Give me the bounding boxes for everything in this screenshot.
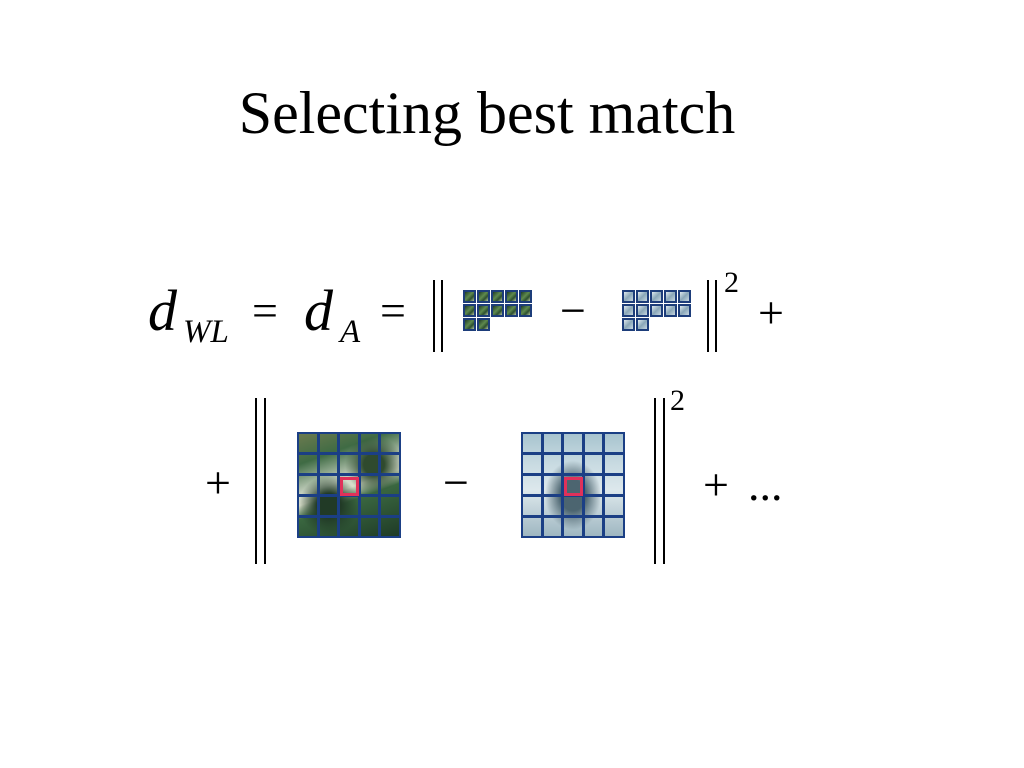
exponent-2-line2: 2 [670, 384, 685, 417]
plus-sign-tail: + [703, 459, 729, 510]
norm-bar-right-4 [663, 398, 665, 564]
ellipsis: ... [748, 459, 783, 510]
d-symbol-a: d [304, 278, 333, 343]
plus-sign-lead: + [205, 457, 231, 508]
norm-bar-right-2 [715, 280, 717, 352]
center-pixel-highlight [340, 477, 359, 496]
minus-sign-2: − [443, 457, 469, 508]
equals-sign-2: = [380, 285, 406, 336]
d-symbol: d [148, 278, 177, 343]
plus-sign: + [758, 287, 784, 338]
minus-sign: − [560, 285, 586, 336]
source-neighborhood-small [463, 290, 535, 336]
norm-bar-left-1 [433, 280, 435, 352]
equals-sign: = [252, 285, 278, 336]
norm-bar-left-3 [255, 398, 257, 564]
norm-bar-left-4 [264, 398, 266, 564]
target-neighborhood-small [622, 290, 694, 336]
norm-bar-left-2 [441, 280, 443, 352]
center-pixel-highlight-target [564, 477, 583, 496]
norm-bar-right-1 [707, 280, 709, 352]
source-patch-large [297, 432, 401, 538]
exponent-2: 2 [724, 266, 739, 299]
subscript-a: A [340, 314, 361, 350]
norm-bar-right-3 [654, 398, 656, 564]
target-patch-large [521, 432, 625, 538]
slide-title: Selecting best match [238, 80, 736, 146]
subscript-wl: WL [183, 314, 229, 350]
